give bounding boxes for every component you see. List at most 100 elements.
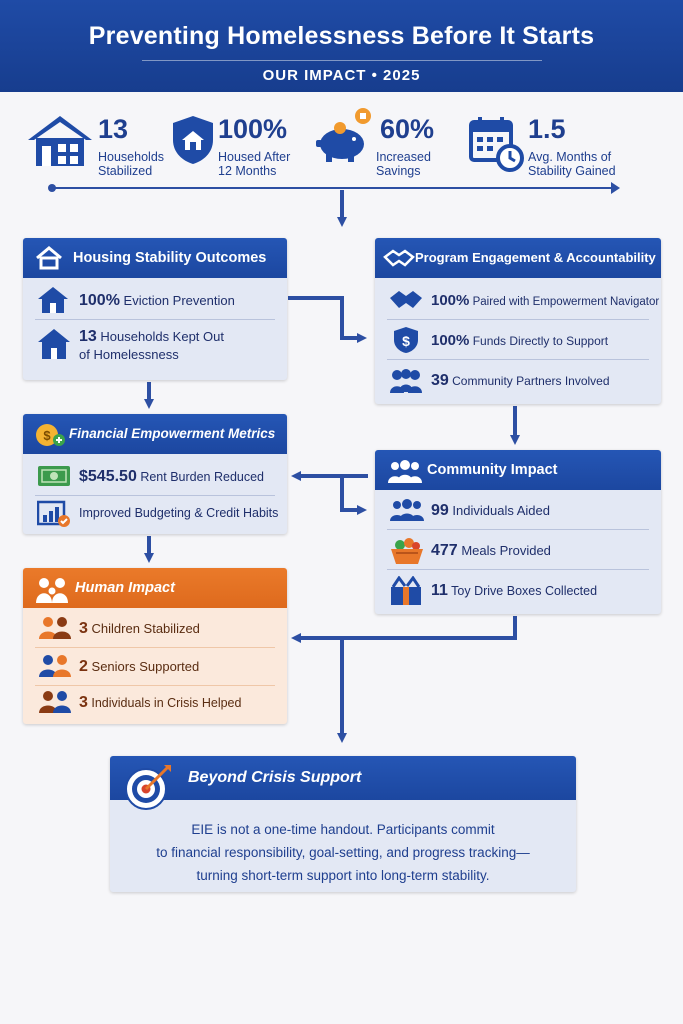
- stat-housed-after: 100% Housed After 12 Months: [170, 112, 310, 182]
- card-header: Community Impact: [375, 450, 661, 490]
- metric-label: Toy Drive Boxes Collected: [447, 584, 598, 598]
- piggy-bank-icon: [316, 108, 371, 162]
- metric-value: 3: [79, 620, 88, 637]
- stat-label: Increased Savings: [376, 150, 431, 178]
- stat-label-line: Stability Gained: [528, 164, 616, 178]
- list-item-text: 100% Paired with Empowerment Navigator: [431, 292, 659, 309]
- page-title: Preventing Homelessness Before It Starts: [88, 22, 595, 50]
- list-item: 13 Households Kept Out of Homelessness: [35, 324, 275, 370]
- stat-value: 100%: [218, 114, 288, 144]
- children-icon: [39, 617, 71, 639]
- card-title: Beyond Crisis Support: [188, 769, 362, 786]
- stat-label-line: Increased: [376, 150, 431, 164]
- card-header: Beyond Crisis Support: [110, 756, 576, 810]
- metric-label: Community Partners Involved: [448, 374, 610, 388]
- card-community-impact: Community Impact 99 Individuals Aided 47…: [375, 450, 661, 614]
- list-item: 11 Toy Drive Boxes Collected: [387, 572, 649, 610]
- metric-value: 100%: [79, 292, 120, 309]
- metric-value: $545.50: [79, 468, 137, 485]
- stat-label: Households Stabilized: [98, 150, 164, 178]
- card-housing-stability: Housing Stability Outcomes 100% Eviction…: [23, 238, 287, 380]
- cash-icon: [38, 466, 70, 486]
- metric-label: Individuals in Crisis Helped: [87, 696, 242, 710]
- stat-label-line: Housed After: [218, 150, 291, 164]
- house-icon: [38, 287, 68, 313]
- metric-label: Paired with Empowerment Navigator: [469, 296, 660, 308]
- coin-plus-icon: $: [36, 424, 65, 446]
- family-icon: [36, 578, 68, 603]
- metric-label: of Homelessness: [79, 347, 179, 362]
- list-item-text: 100% Eviction Prevention: [79, 292, 235, 310]
- metric-label: Households Kept Out: [96, 329, 224, 344]
- handshake-icon: [383, 249, 415, 267]
- list-item-text: 100% Funds Directly to Support: [431, 332, 608, 349]
- list-item-text: 11 Toy Drive Boxes Collected: [431, 582, 597, 600]
- list-item-text: 13 Households Kept Out of Homelessness: [79, 328, 224, 364]
- people-group-icon: [388, 460, 422, 483]
- list-item: 3 Children Stabilized: [35, 610, 275, 648]
- metric-label: Children Stabilized: [87, 621, 200, 636]
- people-group-icon: [390, 499, 424, 521]
- stat-value: 60%: [380, 114, 435, 144]
- metric-value: 100%: [431, 332, 470, 349]
- stat-value: 1.5: [528, 114, 566, 144]
- list-item-text: 2 Seniors Supported: [79, 658, 199, 676]
- list-item-text: Improved Budgeting & Credit Habits: [79, 506, 278, 520]
- list-item: 39 Community Partners Involved: [387, 362, 649, 400]
- card-title: Financial Empowerment Metrics: [69, 426, 276, 441]
- people-crisis-icon: [39, 691, 71, 713]
- house-icon: [38, 329, 70, 359]
- handshake-icon: [390, 291, 422, 308]
- list-item: 100% Paired with Empowerment Navigator: [387, 282, 659, 320]
- list-item-text: $545.50 Rent Burden Reduced: [79, 468, 264, 486]
- page-subtitle: OUR IMPACT • 2025: [262, 67, 421, 84]
- arrow-to-human: [291, 616, 517, 643]
- chart-check-icon: [37, 500, 70, 527]
- card-human-impact: Human Impact 3 Children Stabilized 2 Sen…: [23, 568, 287, 724]
- shield-house-icon: [173, 116, 213, 164]
- stat-households-stabilized: 13 Households Stabilized: [26, 112, 176, 182]
- card-title: Human Impact: [75, 580, 175, 596]
- description-line: turning short-term support into long-ter…: [196, 868, 490, 883]
- card-header: Housing Stability Outcomes: [23, 238, 287, 278]
- dollar-shield-icon: $: [394, 327, 418, 353]
- beyond-description: EIE is not a one-time handout. Participa…: [110, 818, 576, 887]
- metric-label: Meals Provided: [457, 543, 551, 558]
- metric-value: 3: [79, 694, 88, 711]
- house-icon: [36, 246, 62, 270]
- arrow-to-engagement: [288, 296, 367, 343]
- card-title: Program Engagement & Accountability: [415, 250, 656, 265]
- svg-text:$: $: [43, 428, 51, 443]
- card-beyond-crisis: Beyond Crisis Support EIE is not a one-t…: [110, 756, 576, 892]
- stat-avg-months: 1.5 Avg. Months of Stability Gained: [468, 112, 638, 182]
- metric-label: Eviction Prevention: [119, 293, 235, 308]
- stat-label-line: Households: [98, 150, 165, 164]
- metric-value: 99: [431, 502, 449, 519]
- stat-increased-savings: 60% Increased Savings: [314, 108, 454, 182]
- card-header: Program Engagement & Accountability: [375, 238, 661, 278]
- card-program-engagement: Program Engagement & Accountability 100%…: [375, 238, 661, 404]
- description-line: to financial responsibility, goal-settin…: [156, 845, 530, 860]
- card-financial-empowerment: $ Financial Empowerment Metrics $545.50 …: [23, 414, 287, 534]
- description-line: EIE is not a one-time handout. Participa…: [191, 822, 495, 837]
- target-icon: [125, 765, 171, 810]
- card-header: $ Financial Empowerment Metrics: [23, 414, 287, 454]
- list-item: 100% Eviction Prevention: [35, 282, 275, 320]
- timeline-arrow: [48, 182, 620, 194]
- list-item-text: 99 Individuals Aided: [431, 502, 550, 520]
- card-title: Community Impact: [427, 462, 558, 478]
- list-item-text: 3 Individuals in Crisis Helped: [79, 694, 241, 712]
- stat-label-line: Stabilized: [98, 164, 153, 178]
- gift-box-icon: [391, 576, 421, 605]
- metric-value: 100%: [431, 292, 470, 309]
- list-item-text: 477 Meals Provided: [431, 542, 551, 560]
- calendar-clock-icon: [469, 117, 524, 172]
- metric-label: Seniors Supported: [87, 659, 200, 674]
- metric-value: 13: [79, 328, 97, 345]
- metric-label: Improved Budgeting & Credit Habits: [79, 506, 279, 520]
- metric-label: Funds Directly to Support: [469, 334, 609, 348]
- arrow-to-community: [340, 474, 368, 515]
- people-group-icon: [390, 369, 422, 393]
- header-banner: Preventing Homelessness Before It Starts…: [0, 0, 683, 92]
- list-item: Improved Budgeting & Credit Habits: [35, 496, 278, 534]
